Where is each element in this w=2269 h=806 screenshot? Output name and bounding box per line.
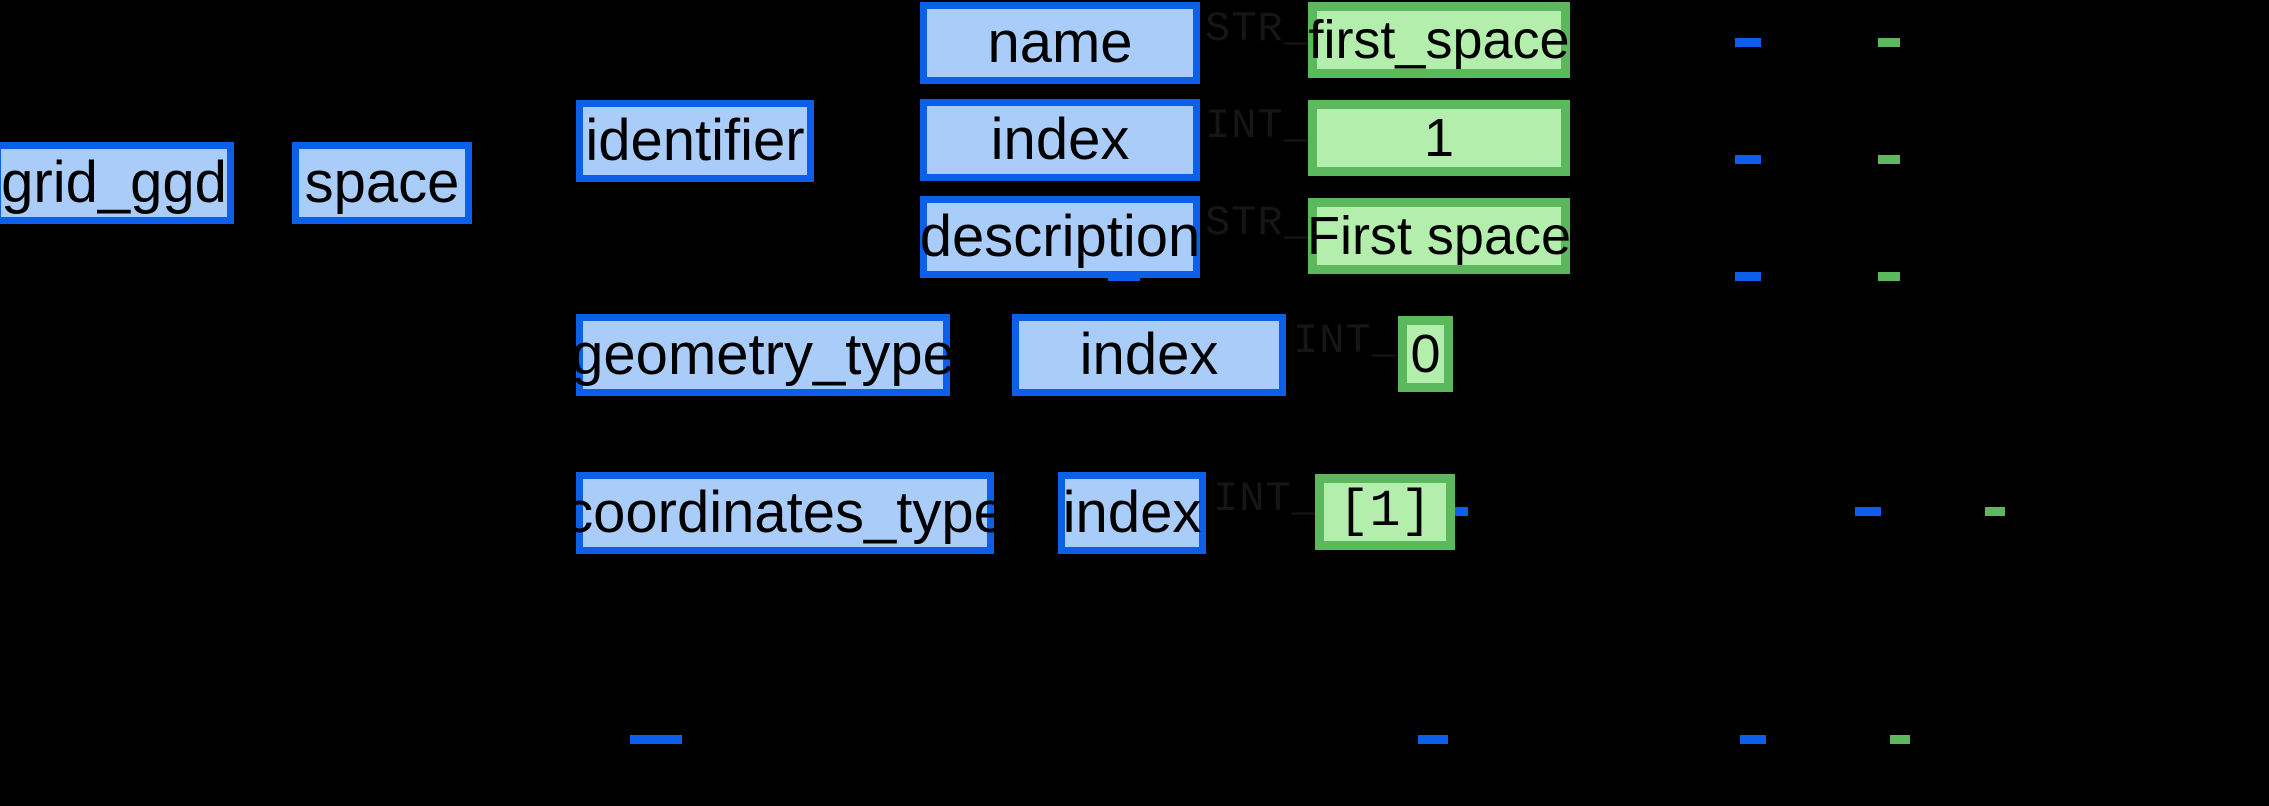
connector-index-value xyxy=(1735,155,1761,164)
connector-space-coordinatestype xyxy=(630,735,682,744)
value-index-identifier[interactable]: 1 xyxy=(1308,100,1570,176)
connector-description-value xyxy=(1735,272,1761,281)
node-index-geometry-type-label: index xyxy=(1079,322,1219,387)
connector-value-indexgeo xyxy=(1985,507,2005,516)
node-index-geometry-type[interactable]: index xyxy=(1012,314,1286,396)
node-index-identifier[interactable]: index xyxy=(920,99,1200,181)
value-index-geometry-type[interactable]: 0 xyxy=(1398,316,1453,392)
node-description-label: description xyxy=(919,204,1201,269)
value-name-text: "first_space" xyxy=(1289,10,1589,70)
node-description[interactable]: description xyxy=(920,196,1200,278)
connector-value-indexcoord xyxy=(1890,735,1910,744)
value-description[interactable]: "First space" xyxy=(1288,198,1590,274)
node-index-coordinates-type-label: index xyxy=(1062,480,1202,545)
connector-name-value xyxy=(1735,38,1761,47)
connector-coordinatestype-index xyxy=(1418,735,1448,744)
value-index-geometry-type-text: 0 xyxy=(1410,324,1441,384)
value-index-identifier-text: 1 xyxy=(1423,108,1455,168)
node-index-identifier-label: index xyxy=(990,107,1130,172)
connector-indexcoord-value xyxy=(1740,735,1766,744)
connector-indexgeo-value xyxy=(1855,507,1881,516)
connector-value-name xyxy=(1878,38,1900,47)
node-name[interactable]: name xyxy=(920,2,1200,84)
node-geometry-type[interactable]: geometry_type xyxy=(571,314,955,396)
node-coordinates-type[interactable]: coordinates_type xyxy=(564,472,1006,554)
value-index-coordinates-type[interactable]: [1] xyxy=(1315,474,1455,550)
node-grid-ggd[interactable]: grid_ggd xyxy=(0,142,234,224)
connector-value-index xyxy=(1878,155,1900,164)
node-space[interactable]: space xyxy=(292,142,472,224)
connector-value-description xyxy=(1878,272,1900,281)
node-identifier[interactable]: identifier xyxy=(576,100,814,182)
node-index-coordinates-type[interactable]: index xyxy=(1058,472,1206,554)
value-index-coordinates-type-text: [1] xyxy=(1338,482,1432,541)
node-geometry-type-label: geometry_type xyxy=(571,322,955,387)
value-description-text: "First space" xyxy=(1287,206,1591,266)
node-identifier-label: identifier xyxy=(585,108,805,173)
node-coordinates-type-label: coordinates_type xyxy=(564,480,1006,545)
node-name-label: name xyxy=(987,10,1133,75)
node-space-label: space xyxy=(304,150,460,215)
value-name[interactable]: "first_space" xyxy=(1289,2,1589,78)
node-grid-ggd-label: grid_ggd xyxy=(1,150,227,215)
